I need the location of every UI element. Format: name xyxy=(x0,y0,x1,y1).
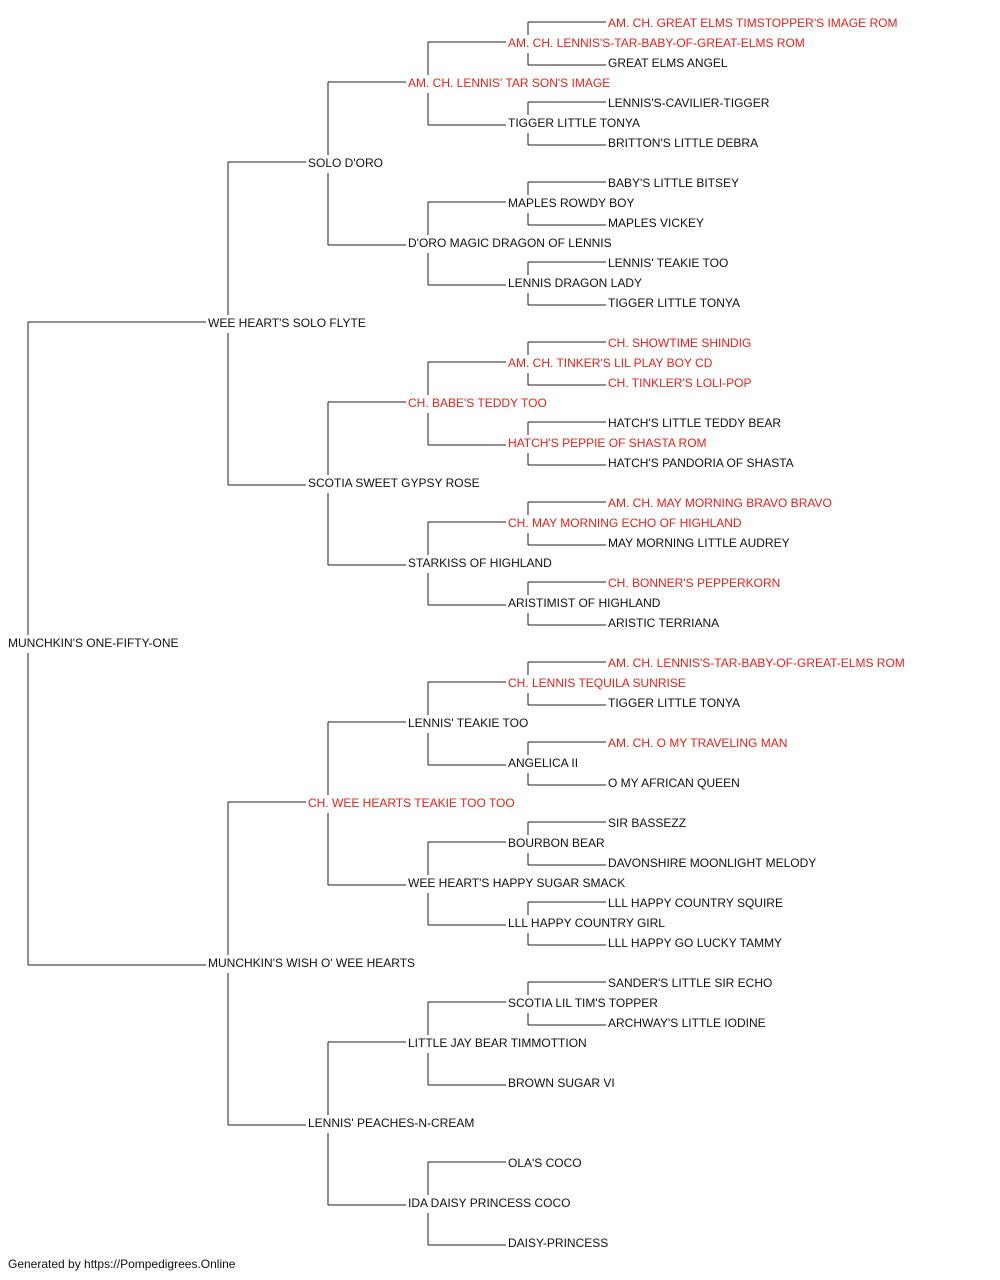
ancestor-name: ARCHWAY'S LITTLE IODINE xyxy=(608,1016,766,1030)
ancestor-name: LLL HAPPY COUNTRY GIRL xyxy=(508,916,665,930)
ancestor-name: TIGGER LITTLE TONYA xyxy=(608,696,741,710)
subject-dog-name: MUNCHKIN'S ONE-FIFTY-ONE xyxy=(8,636,179,650)
ancestor-name: LLL HAPPY GO LUCKY TAMMY xyxy=(608,936,783,950)
ancestor-name: SANDER'S LITTLE SIR ECHO xyxy=(608,976,773,990)
ancestor-name: HATCH'S LITTLE TEDDY BEAR xyxy=(608,416,781,430)
ancestor-name: AM. CH. O MY TRAVELING MAN xyxy=(608,736,788,750)
ancestor-name: CH. BONNER'S PEPPERKORN xyxy=(608,576,781,590)
ancestor-name: D'ORO MAGIC DRAGON OF LENNIS xyxy=(408,236,612,250)
ancestor-name: CH. WEE HEARTS TEAKIE TOO TOO xyxy=(308,796,515,810)
ancestor-name: LENNIS' TEAKIE TOO xyxy=(608,256,729,270)
ancestor-name: CH. TINKLER'S LOLI-POP xyxy=(608,376,752,390)
ancestor-name: BABY'S LITTLE BITSEY xyxy=(608,176,740,190)
ancestor-name: DAISY-PRINCESS xyxy=(508,1236,609,1250)
ancestor-name: MAY MORNING LITTLE AUDREY xyxy=(608,536,790,550)
ancestor-name: HATCH'S PEPPIE OF SHASTA ROM xyxy=(508,436,707,450)
ancestor-name: TIGGER LITTLE TONYA xyxy=(608,296,741,310)
ancestor-name: LENNIS' TEAKIE TOO xyxy=(408,716,529,730)
ancestor-name: CH. SHOWTIME SHINDIG xyxy=(608,336,752,350)
ancestor-name: CH. BABE'S TEDDY TOO xyxy=(408,396,547,410)
ancestor-name: SOLO D'ORO xyxy=(308,156,383,170)
ancestor-name: BROWN SUGAR VI xyxy=(508,1076,615,1090)
ancestor-name: AM. CH. TINKER'S LIL PLAY BOY CD xyxy=(508,356,713,370)
ancestor-name: MUNCHKIN'S WISH O' WEE HEARTS xyxy=(208,956,416,970)
ancestor-name: WEE HEART'S SOLO FLYTE xyxy=(208,316,366,330)
ancestor-name: SCOTIA LIL TIM'S TOPPER xyxy=(508,996,658,1010)
ancestor-name: ARISTIC TERRIANA xyxy=(608,616,720,630)
ancestor-name: SCOTIA SWEET GYPSY ROSE xyxy=(308,476,480,490)
ancestor-name: WEE HEART'S HAPPY SUGAR SMACK xyxy=(408,876,626,890)
ancestor-name: MAPLES ROWDY BOY xyxy=(508,196,635,210)
ancestor-name: GREAT ELMS ANGEL xyxy=(608,56,728,70)
ancestor-name: O MY AFRICAN QUEEN xyxy=(608,776,740,790)
ancestor-name: LENNIS DRAGON LADY xyxy=(508,276,643,290)
ancestor-name: OLA'S COCO xyxy=(508,1156,582,1170)
ancestor-name: STARKISS OF HIGHLAND xyxy=(408,556,552,570)
ancestor-name: CH. MAY MORNING ECHO OF HIGHLAND xyxy=(508,516,742,530)
ancestor-name: LENNIS' PEACHES-N-CREAM xyxy=(308,1116,475,1130)
ancestor-name: LLL HAPPY COUNTRY SQUIRE xyxy=(608,896,783,910)
ancestor-name: CH. LENNIS TEQUILA SUNRISE xyxy=(508,676,686,690)
ancestor-name: LITTLE JAY BEAR TIMMOTTION xyxy=(408,1036,587,1050)
ancestor-name: MAPLES VICKEY xyxy=(608,216,705,230)
footer-credit: Generated by https://Pompedigrees.Online xyxy=(8,1257,236,1271)
ancestor-name: DAVONSHIRE MOONLIGHT MELODY xyxy=(608,856,817,870)
ancestor-name: AM. CH. LENNIS' TAR SON'S IMAGE xyxy=(408,76,611,90)
ancestor-name: BRITTON'S LITTLE DEBRA xyxy=(608,136,759,150)
ancestor-name: ARISTIMIST OF HIGHLAND xyxy=(508,596,661,610)
ancestor-name: IDA DAISY PRINCESS COCO xyxy=(408,1196,571,1210)
ancestor-name: LENNIS'S-CAVILIER-TIGGER xyxy=(608,96,770,110)
ancestor-name: TIGGER LITTLE TONYA xyxy=(508,116,641,130)
ancestor-name: HATCH'S PANDORIA OF SHASTA xyxy=(608,456,794,470)
ancestor-name: BOURBON BEAR xyxy=(508,836,605,850)
ancestor-name: AM. CH. MAY MORNING BRAVO BRAVO xyxy=(608,496,832,510)
ancestor-name: AM. CH. GREAT ELMS TIMSTOPPER'S IMAGE RO… xyxy=(608,16,898,30)
ancestor-name: AM. CH. LENNIS'S-TAR-BABY-OF-GREAT-ELMS … xyxy=(508,36,805,50)
ancestor-name: AM. CH. LENNIS'S-TAR-BABY-OF-GREAT-ELMS … xyxy=(608,656,905,670)
ancestor-name: SIR BASSEZZ xyxy=(608,816,687,830)
ancestor-name: ANGELICA II xyxy=(508,756,579,770)
